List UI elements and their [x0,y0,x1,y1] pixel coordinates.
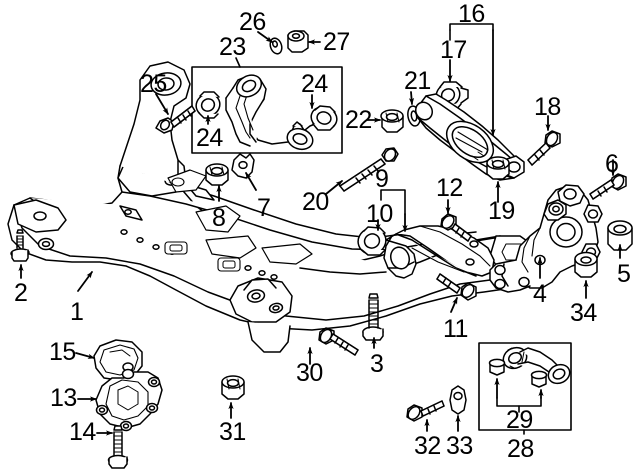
part-bolt-2 [10,229,30,262]
callout-34[interactable]: 34 [570,299,597,327]
part-upper-control-arm [195,74,338,151]
part-bushing-10 [357,226,387,256]
callout-3[interactable]: 3 [370,350,384,378]
callout-10[interactable]: 10 [366,200,393,228]
leader-7 [245,172,257,191]
leader-20 [325,180,343,195]
callout-14[interactable]: 14 [69,418,96,446]
callout-23[interactable]: 23 [219,33,246,61]
leader-23 [235,57,241,68]
leader-16-bracket [449,23,494,31]
leader-9-bracket [380,189,406,215]
callout-5[interactable]: 5 [617,260,631,288]
callout-24-left[interactable]: 24 [196,124,223,152]
part-bolt-18 [527,130,561,166]
callout-31[interactable]: 31 [219,418,246,446]
part-nut-19 [486,156,510,180]
callout-11[interactable]: 11 [443,315,468,343]
leader-25 [155,93,169,115]
callout-2[interactable]: 2 [14,279,28,307]
part-nut-22 [380,109,404,133]
callout-30[interactable]: 30 [296,359,323,387]
callout-13[interactable]: 13 [50,384,77,412]
leader-26 [257,31,273,43]
callout-1[interactable]: 1 [70,298,84,326]
part-bolt-14 [107,425,129,469]
part-bolt-30 [318,327,359,356]
part-bolt-20 [339,147,399,192]
callout-4[interactable]: 4 [533,280,547,308]
callout-6[interactable]: 6 [605,150,619,178]
callout-19[interactable]: 19 [488,197,515,225]
callout-32[interactable]: 32 [414,432,441,460]
part-bolt-32 [406,400,445,422]
part-washer-26 [269,37,283,55]
callout-16[interactable]: 16 [458,0,485,28]
callout-17[interactable]: 17 [440,36,467,64]
callout-26[interactable]: 26 [239,8,266,36]
part-bolt-11 [436,273,477,301]
part-plate-7 [231,153,255,179]
part-bushing-5 [607,220,633,251]
callout-24-right[interactable]: 24 [301,70,328,98]
leader-15 [75,352,95,359]
part-toe-link-bushing-right [530,370,548,388]
part-toe-link-bushing-left [488,358,506,376]
callout-27[interactable]: 27 [323,28,350,56]
callout-18[interactable]: 18 [534,93,561,121]
leader-1 [77,271,93,292]
part-plate-33 [449,385,467,415]
callout-8[interactable]: 8 [212,204,226,232]
callout-28[interactable]: 28 [507,435,534,463]
callout-33[interactable]: 33 [446,432,473,460]
callout-15[interactable]: 15 [49,338,76,366]
part-toe-link-28 [488,346,571,388]
callout-20[interactable]: 20 [302,188,329,216]
part-bushing-34 [574,251,598,278]
part-nut-31 [221,375,245,400]
callout-9[interactable]: 9 [375,165,389,193]
callout-25[interactable]: 25 [140,70,167,98]
leader-11 [450,297,458,313]
part-nut-8 [205,163,229,186]
callout-7[interactable]: 7 [257,194,271,222]
part-lower-arm-9 [383,225,495,279]
part-bolt-25 [155,105,196,134]
part-nut-27 [287,30,309,53]
leader-21 [408,91,415,105]
part-bolt-12 [440,213,472,242]
callout-21[interactable]: 21 [404,67,431,95]
part-mount-bracket-13 [95,368,163,432]
callout-12[interactable]: 12 [436,174,463,202]
callout-29[interactable]: 29 [506,406,533,434]
part-bolt-6 [589,173,627,200]
callout-22[interactable]: 22 [345,106,372,134]
